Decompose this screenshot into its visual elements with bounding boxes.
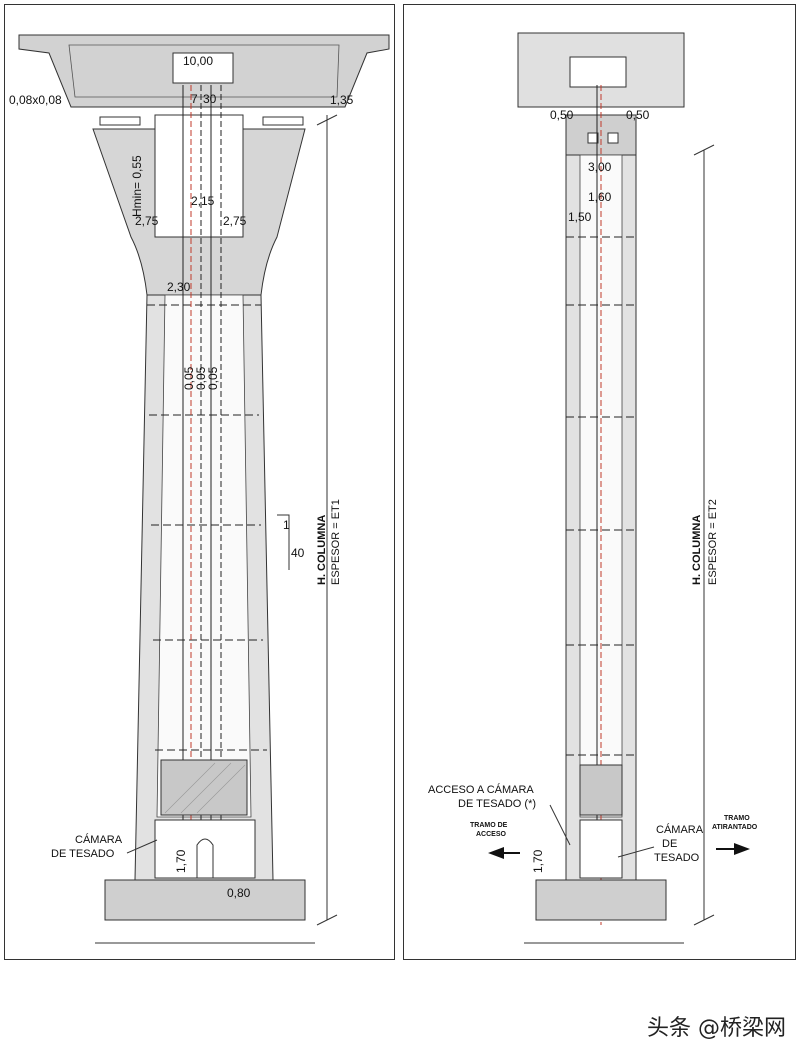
anchorage-block (579, 764, 623, 816)
dim-top-width: 10,00 (183, 54, 213, 68)
tendons (182, 85, 222, 825)
dim-150: 1,50 (568, 210, 592, 224)
label-camara-2: DE TESADO (51, 848, 115, 860)
tensioning-chamber (154, 819, 256, 879)
footing (535, 879, 667, 921)
bearing-left (99, 116, 141, 126)
dim-chamfer: 0,08x0,08 (9, 93, 62, 107)
label-camara-3: TESADO (654, 852, 700, 864)
anchorage-block (160, 759, 248, 816)
deck-void (68, 44, 340, 98)
dim-30: 30 (203, 92, 217, 106)
dim-005-a: 0,05 (182, 366, 196, 390)
dim-hmin: Hmin= 0,55 (130, 155, 144, 217)
deck-anchor (569, 56, 627, 88)
label-h-columna: H. COLUMNA (691, 515, 703, 585)
label-espesor: ESPESOR = ET2 (707, 499, 719, 585)
bearing-right (262, 116, 304, 126)
label-tramo-atir-2: ATIRANTADO (712, 824, 758, 831)
dim-080: 0,80 (227, 886, 251, 900)
dim-7: 7 (191, 92, 198, 106)
slope-numerator: 1 (283, 518, 290, 532)
label-acceso-1: ACCESO A CÁMARA (428, 783, 534, 796)
dim-050-right: 0,50 (626, 108, 650, 122)
dim-230: 2,30 (167, 280, 191, 294)
arrow-right-icon (734, 843, 750, 855)
slope-bracket (277, 514, 290, 570)
dim-215: 2,15 (191, 194, 215, 208)
dim-005-c: 0,05 (206, 366, 220, 390)
dim-170: 1,70 (531, 849, 545, 873)
label-camara-1: CÁMARA (656, 823, 704, 836)
label-acceso-2: DE TESADO (*) (458, 798, 536, 810)
left-elevation-panel: 10,00 7 30 0,08x0,08 1,35 Hmin= 0,55 2,1… (4, 4, 395, 960)
arrow-left-icon (488, 847, 504, 859)
dim-005-b: 0,05 (194, 366, 208, 390)
dim-135: 1,35 (330, 93, 354, 107)
tensioning-chamber (579, 819, 623, 879)
footing (104, 879, 306, 921)
label-h-columna: H. COLUMNA (316, 515, 328, 585)
watermark: 头条 @桥梁网 (647, 1016, 786, 1041)
dim-275-right: 2,75 (223, 214, 247, 228)
label-camara-2: DE (662, 838, 677, 850)
label-tramo-acceso-2: ACCESO (476, 831, 507, 838)
label-tramo-atir-1: TRAMO (724, 815, 750, 822)
right-elevation-panel: 0,50 0,50 3,00 1,60 1,50 1,70 H. COLUMNA… (403, 4, 796, 960)
left-elevation-drawing: 10,00 7 30 0,08x0,08 1,35 Hmin= 0,55 2,1… (9, 34, 390, 944)
label-espesor: ESPESOR = ET1 (330, 499, 342, 585)
label-tramo-acceso-1: TRAMO DE (470, 822, 508, 829)
right-elevation-drawing: 0,50 0,50 3,00 1,60 1,50 1,70 H. COLUMNA… (428, 32, 758, 944)
chamber-door (196, 838, 214, 878)
label-camara-1: CÁMARA (75, 833, 123, 846)
anchor-block (172, 52, 234, 84)
head-recess (154, 114, 244, 238)
dim-050-left: 0,50 (550, 108, 574, 122)
dim-275-left: 2,75 (135, 214, 159, 228)
dim-160: 1,60 (588, 190, 612, 204)
slope-denominator: 40 (291, 546, 305, 560)
dim-300: 3,00 (588, 160, 612, 174)
shaft-interior (156, 294, 252, 818)
dim-170: 1,70 (174, 849, 188, 873)
